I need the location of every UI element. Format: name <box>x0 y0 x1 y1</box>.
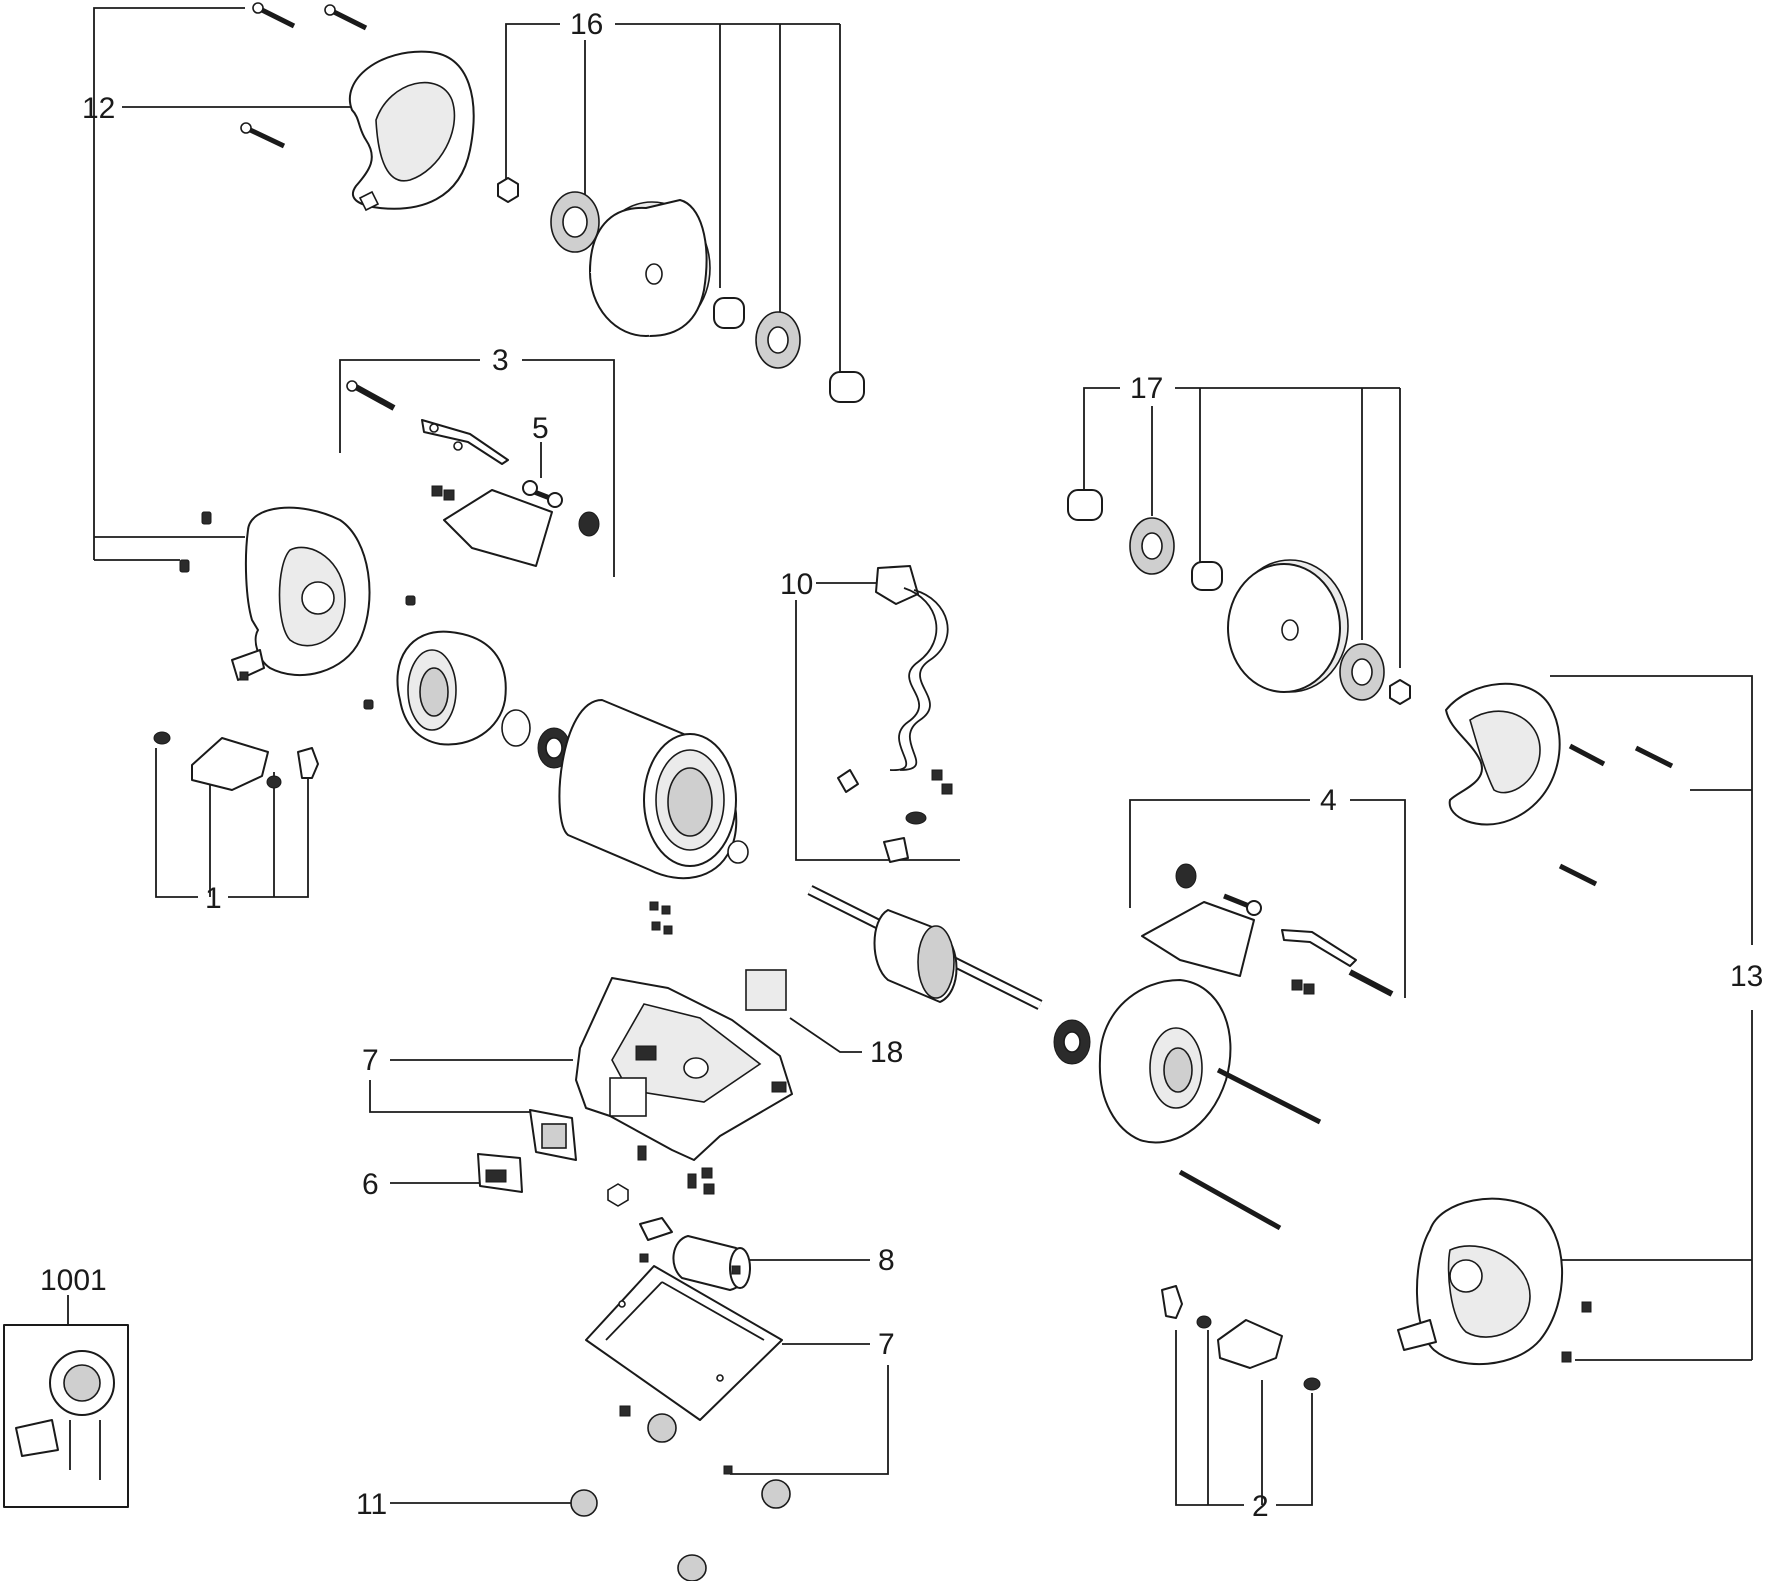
callout-1001: 1001 <box>40 1264 107 1297</box>
callout-12: 12 <box>82 92 115 125</box>
wheel-guard-upper-right <box>1445 682 1674 887</box>
part-4-tool-rest-right <box>1141 863 1394 997</box>
motor-housing-left <box>363 595 571 769</box>
part-12-top-screws <box>240 2 368 149</box>
callout-5: 5 <box>532 412 549 445</box>
callout-7-top: 7 <box>362 1044 379 1077</box>
part-11-rubber-feet <box>570 1405 791 1581</box>
callout-18: 18 <box>870 1036 903 1069</box>
base-plate <box>585 1265 783 1421</box>
part-7-switch-frame <box>529 1109 577 1161</box>
callout-2: 2 <box>1252 1490 1269 1523</box>
callout-1: 1 <box>205 882 222 915</box>
callout-6: 6 <box>362 1168 379 1201</box>
motor-stator <box>558 699 749 880</box>
part-10-power-cord <box>837 565 953 863</box>
part-1001-wiring-diagram <box>3 1324 129 1508</box>
base-hardware <box>607 1145 715 1263</box>
callout-10: 10 <box>780 568 813 601</box>
part-2-switch-cover-right <box>1161 1285 1321 1391</box>
motor-housing-right <box>1098 979 1322 1231</box>
wheel-guard-lower-left <box>179 506 371 681</box>
small-hardware-center <box>649 901 673 935</box>
part-6-switch <box>477 1153 523 1193</box>
part-18-label <box>745 969 787 1011</box>
callout-11: 11 <box>356 1488 387 1521</box>
part-16-wheel-set <box>497 177 865 403</box>
callout-7-bottom: 7 <box>878 1328 895 1361</box>
part-17-wheel-set <box>1067 489 1411 705</box>
part-8-capacitor <box>672 1235 751 1291</box>
motor-base <box>575 977 793 1161</box>
motor-rotor-shaft <box>807 885 1091 1065</box>
leader-lines <box>67 7 1753 1506</box>
callout-16: 16 <box>570 8 603 41</box>
callout-13: 13 <box>1730 960 1763 993</box>
part-3-tool-rest-left <box>346 380 600 567</box>
wheel-guard-lower-right <box>1397 1197 1592 1366</box>
callout-4: 4 <box>1320 784 1337 817</box>
callout-3: 3 <box>492 344 509 377</box>
callout-8: 8 <box>878 1244 895 1277</box>
callout-17: 17 <box>1130 372 1163 405</box>
callout-labels: 12 16 3 5 1 10 17 4 13 18 7 6 8 7 11 2 1… <box>40 8 1763 1523</box>
wheel-guard-upper-left <box>349 50 475 212</box>
part-1-switch-cover <box>153 731 319 791</box>
